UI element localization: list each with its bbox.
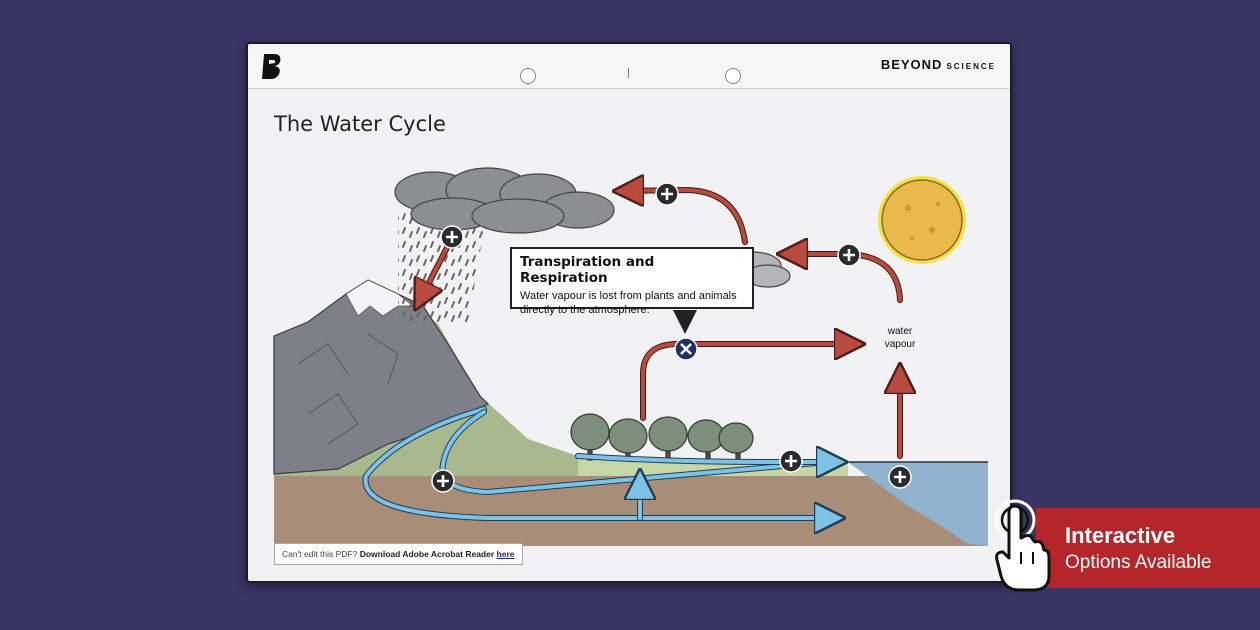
river-flow-arrow xyxy=(576,456,840,462)
plus-icon[interactable] xyxy=(837,243,861,267)
info-callout: Transpiration and Respiration Water vapo… xyxy=(510,247,754,316)
soil-layer xyxy=(274,476,988,546)
binder-ring-left xyxy=(520,68,536,84)
callout-body: Water vapour is lost from plants and ani… xyxy=(520,290,737,316)
pdf-notice-action: Download Adobe Acrobat Reader xyxy=(359,549,495,559)
sea xyxy=(848,462,988,546)
binder-ring-right xyxy=(725,68,741,84)
page-title: The Water Cycle xyxy=(274,112,446,136)
pdf-notice: Can't edit this PDF? Download Adobe Acro… xyxy=(274,543,523,565)
plus-icon[interactable] xyxy=(888,465,912,489)
plus-icon[interactable] xyxy=(440,225,464,249)
pointing-hand-icon xyxy=(994,499,1051,592)
pdf-notice-prefix: Can't edit this PDF? xyxy=(282,549,358,559)
rain-cloud xyxy=(394,167,615,234)
plus-icon[interactable] xyxy=(655,182,679,206)
plus-icon[interactable] xyxy=(779,449,803,473)
plus-icon[interactable] xyxy=(431,469,455,493)
trees xyxy=(570,413,754,461)
beyond-logo-icon xyxy=(262,54,281,79)
surface-runoff-path xyxy=(440,410,830,495)
water-cycle-diagram xyxy=(273,167,988,546)
transpiration-arrow xyxy=(620,190,747,244)
groundwater-flow-arrow xyxy=(363,407,838,518)
sun xyxy=(878,176,966,264)
plant-vapour-arrow xyxy=(641,344,858,420)
callout-heading: Transpiration and Respiration xyxy=(520,254,655,286)
interactive-badge: Interactive Options Available xyxy=(1036,508,1260,588)
badge-line-1: Interactive xyxy=(1065,523,1176,548)
page-center-mark xyxy=(628,68,629,78)
close-icon[interactable] xyxy=(674,337,698,361)
acrobat-download-link[interactable]: here xyxy=(496,549,515,559)
brand-sub: SCIENCE xyxy=(946,62,996,71)
callout-pointer xyxy=(673,310,697,334)
badge-line-2: Options Available xyxy=(1065,552,1212,573)
brand-main: BEYOND xyxy=(880,57,943,72)
water-vapour-label: water vapour xyxy=(884,326,916,350)
